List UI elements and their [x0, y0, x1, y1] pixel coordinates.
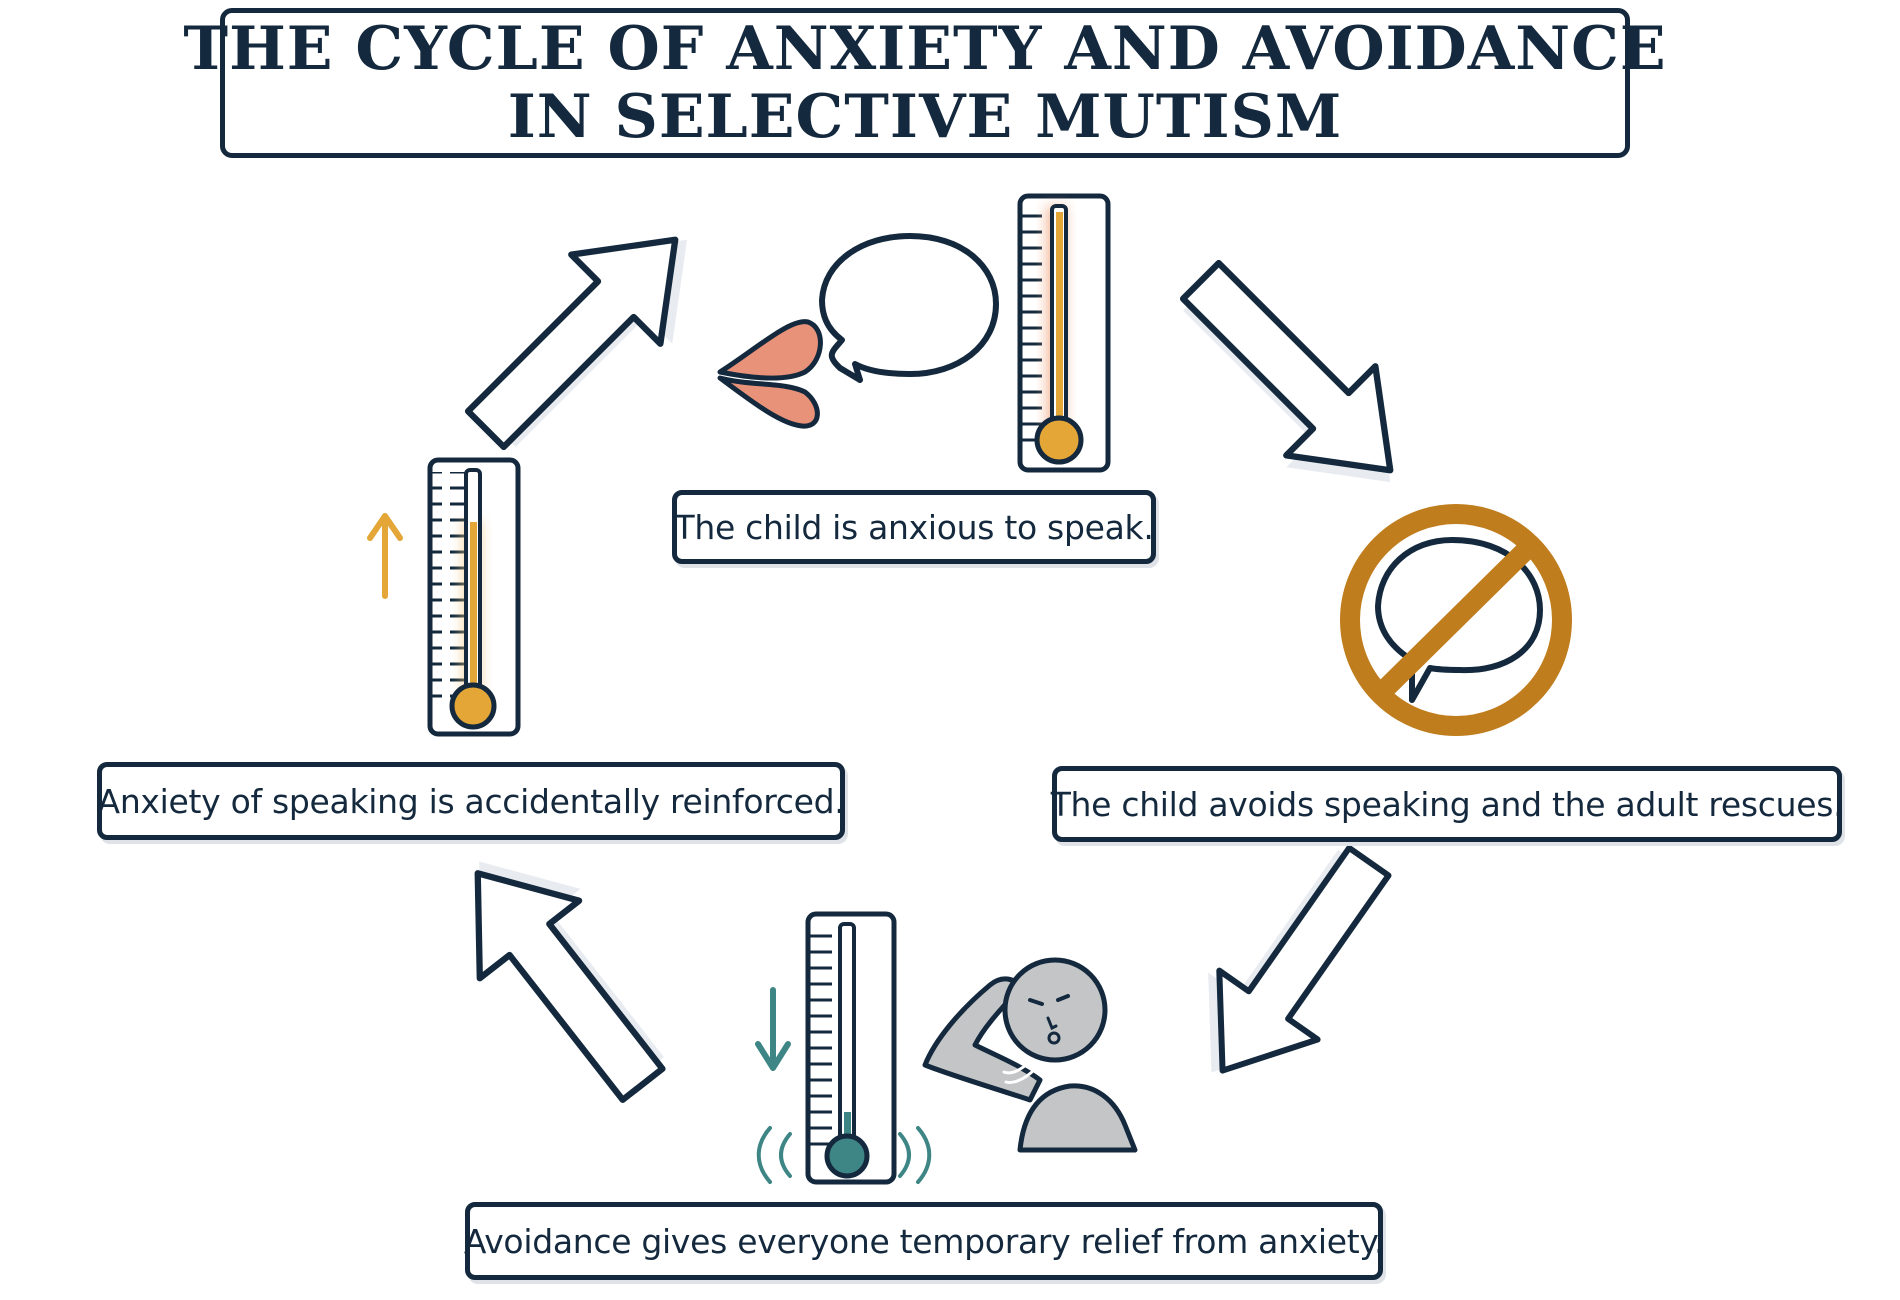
thermometer-icon-rising [427, 457, 521, 737]
step-text-reinforced: Anxiety of speaking is accidentally rein… [97, 781, 845, 821]
cycle-arrow-icon-bottom-right [1208, 844, 1392, 1074]
up-arrow-icon [367, 513, 403, 599]
thermometer-icon-high [1017, 193, 1111, 473]
cycle-arrow-icon-top-left [464, 236, 688, 451]
title-line-2: IN SELECTIVE MUTISM [507, 82, 1343, 152]
cycle-arrow-icon-bottom-left [474, 861, 666, 1103]
step-text-anxious: The child is anxious to speak. [674, 507, 1154, 547]
cycle-arrow-icon-top-right [1179, 259, 1394, 483]
title-box: THE CYCLE OF ANXIETY AND AVOIDANCE IN SE… [183, 8, 1666, 158]
step-text-relief: Avoidance gives everyone temporary relie… [463, 1221, 1385, 1261]
step-text-avoids: The child avoids speaking and the adult … [1050, 784, 1844, 824]
no-speaking-icon [1340, 504, 1572, 736]
lips-icon [717, 319, 823, 429]
step-label-reinforced: Anxiety of speaking is accidentally rein… [97, 762, 845, 840]
step-label-avoids: The child avoids speaking and the adult … [1050, 766, 1844, 842]
thermometer-icon-low [756, 911, 932, 1185]
step-label-relief: Avoidance gives everyone temporary relie… [463, 1202, 1385, 1280]
down-arrow-icon [755, 987, 791, 1071]
relieved-person-icon [922, 957, 1138, 1153]
speech-bubble-icon-top [819, 233, 999, 383]
title-line-1: THE CYCLE OF ANXIETY AND AVOIDANCE [183, 14, 1667, 84]
step-label-anxious: The child is anxious to speak. [672, 490, 1156, 564]
